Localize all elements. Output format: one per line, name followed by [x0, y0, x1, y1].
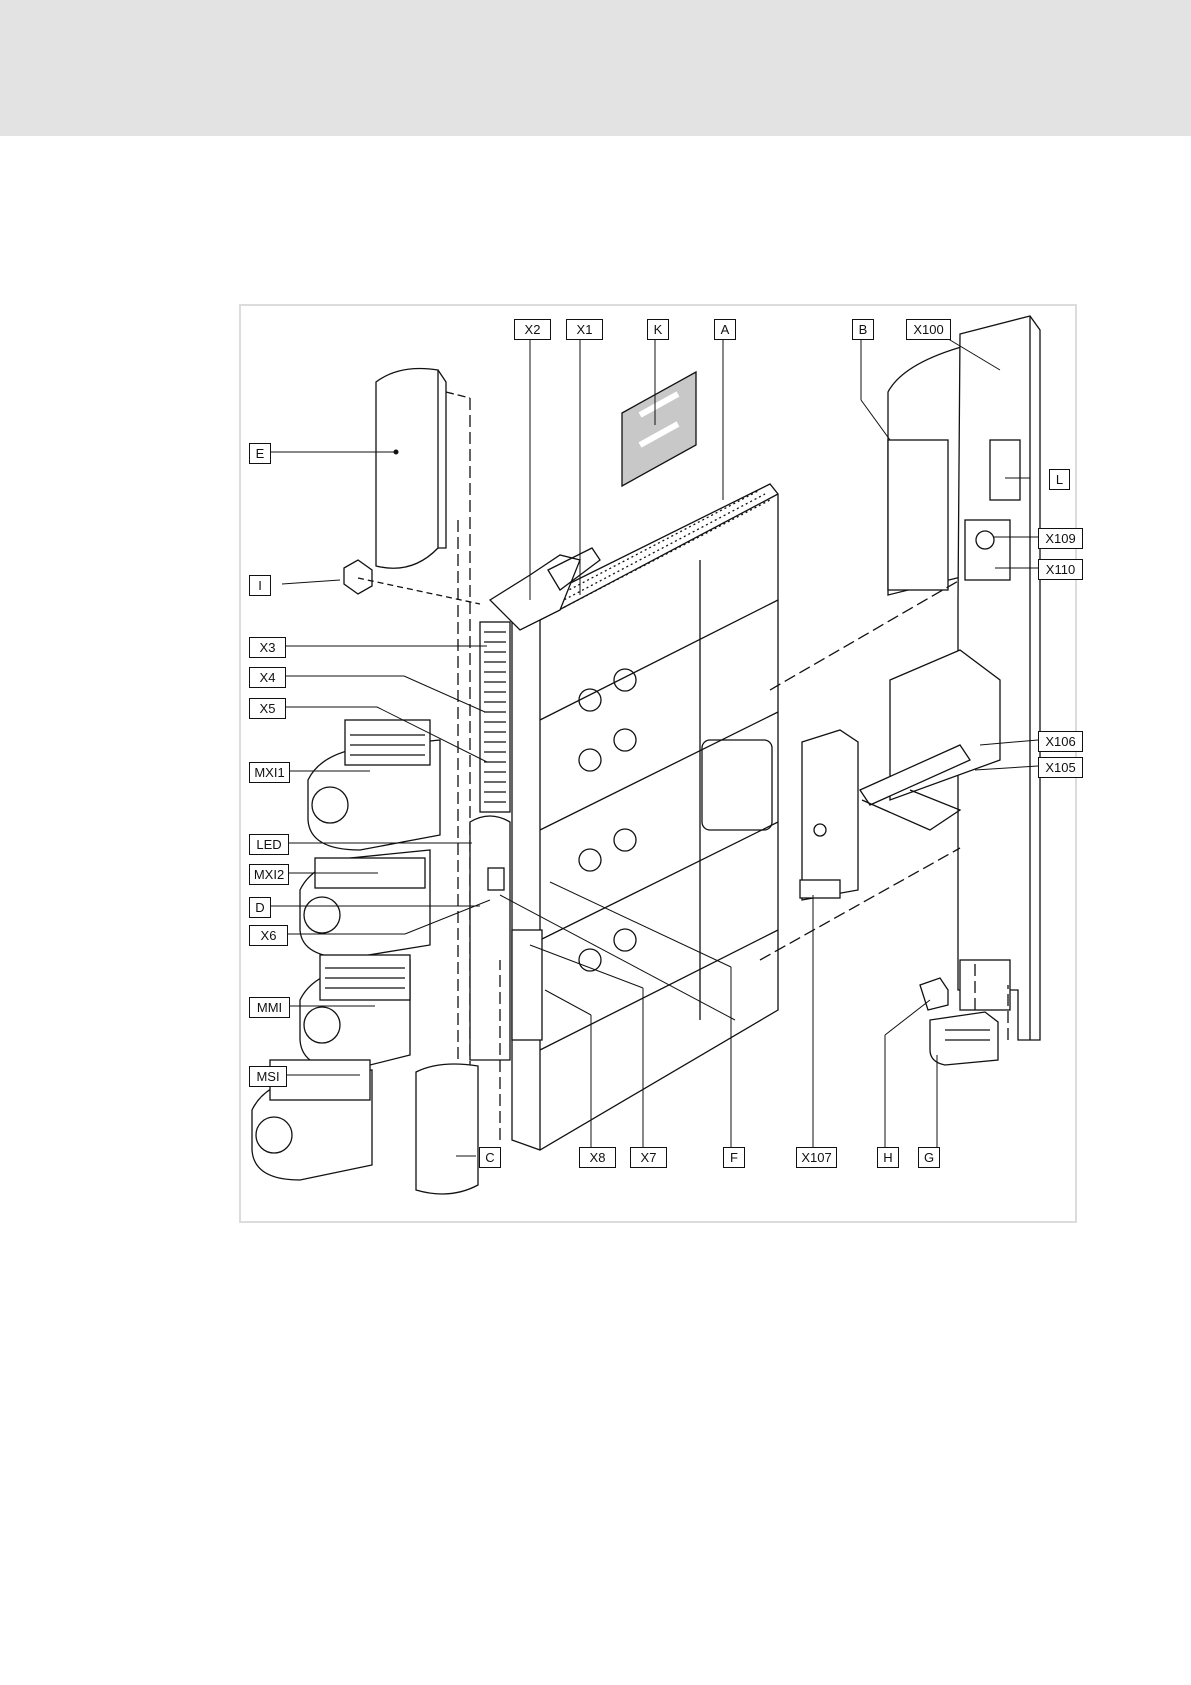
- label-x8: X8: [579, 1147, 616, 1168]
- label-h: H: [877, 1147, 899, 1168]
- label-c: C: [479, 1147, 501, 1168]
- main-device-a: [490, 484, 778, 1150]
- sticker-k: [622, 372, 696, 486]
- label-msi: MSI: [249, 1066, 287, 1087]
- module-mxi1: [308, 720, 440, 850]
- label-x5: X5: [249, 698, 286, 719]
- label-i: I: [249, 575, 271, 596]
- part-g: [930, 1012, 998, 1065]
- label-x6: X6: [249, 925, 288, 946]
- label-x110: X110: [1038, 559, 1083, 580]
- label-l: L: [1049, 469, 1070, 490]
- label-x2: X2: [514, 319, 551, 340]
- label-led: LED: [249, 834, 289, 855]
- label-mxi1: MXI1: [249, 762, 290, 783]
- label-x105: X105: [1038, 757, 1083, 778]
- label-x3: X3: [249, 637, 286, 658]
- label-x1: X1: [566, 319, 603, 340]
- label-x7: X7: [630, 1147, 667, 1168]
- label-mxi2: MXI2: [249, 864, 289, 885]
- label-x106: X106: [1038, 731, 1083, 752]
- label-mmi: MMI: [249, 997, 290, 1018]
- part-i: [344, 560, 480, 604]
- label-f: F: [723, 1147, 745, 1168]
- label-x107: X107: [796, 1147, 837, 1168]
- label-x109: X109: [1038, 528, 1083, 549]
- label-b: B: [852, 319, 874, 340]
- label-e: E: [249, 443, 271, 464]
- label-a: A: [714, 319, 736, 340]
- label-k: K: [647, 319, 669, 340]
- label-x4: X4: [249, 667, 286, 688]
- part-h: [920, 978, 948, 1010]
- module-mxi2: [300, 850, 430, 958]
- part-x107: [800, 730, 858, 900]
- cover-c: [416, 1064, 478, 1194]
- label-x100: X100: [906, 319, 951, 340]
- module-mmi: [300, 955, 410, 1070]
- label-d: D: [249, 897, 271, 918]
- label-g: G: [918, 1147, 940, 1168]
